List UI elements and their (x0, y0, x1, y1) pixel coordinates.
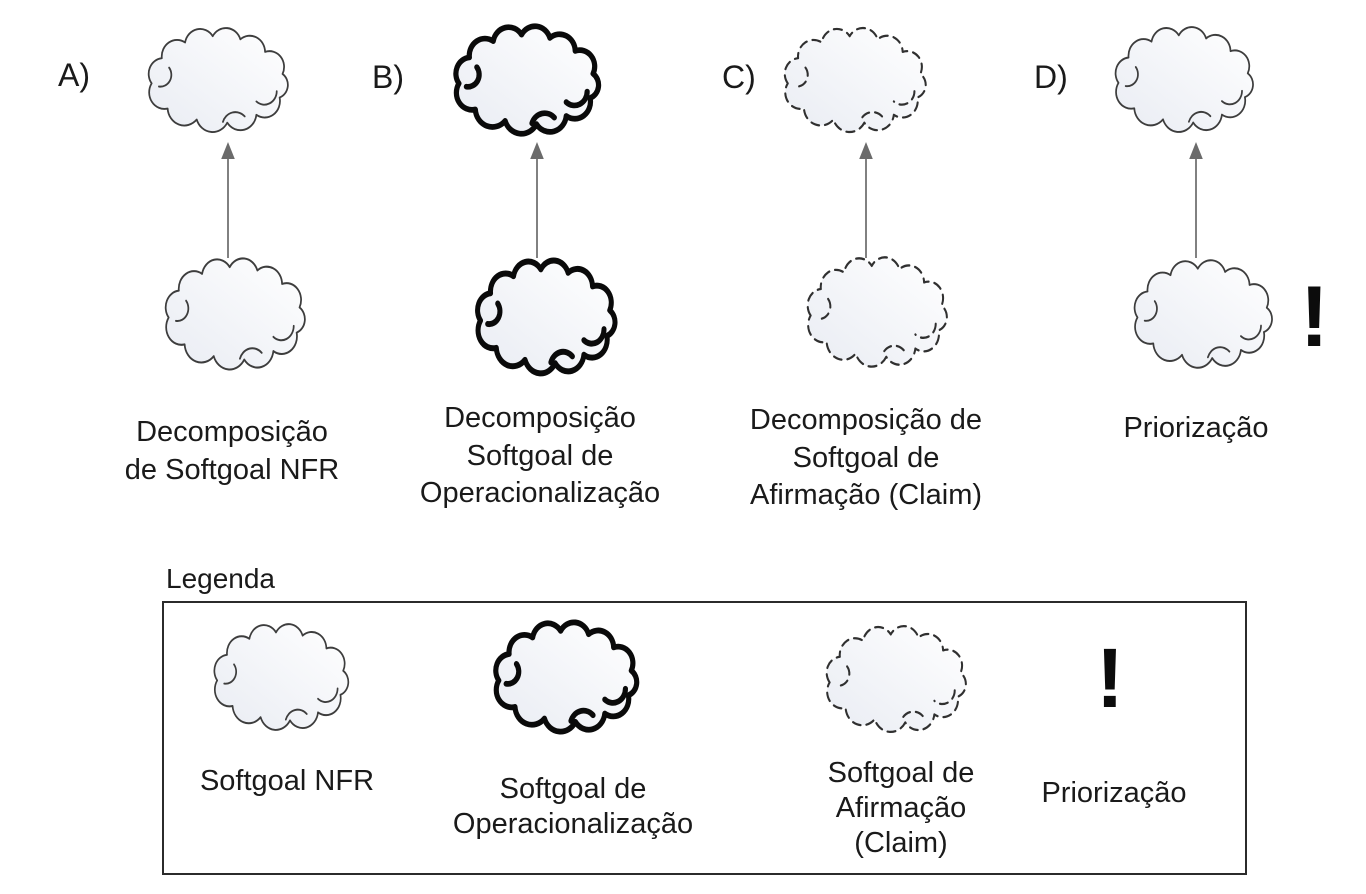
legend-box (162, 601, 1247, 875)
example-b-label: B) (372, 59, 404, 95)
operationalization-cloud-parent (447, 20, 611, 142)
legend-title: Legenda (166, 563, 276, 594)
claim-cloud-child (806, 256, 949, 368)
legend-softgoal-nfr-cloud (213, 623, 350, 731)
legend-claim-label: Softgoal de Afirmação (Claim) (827, 757, 975, 859)
legend-operationalization-label: Softgoal de Operacionalização (452, 773, 694, 840)
priority-cloud-parent (1114, 26, 1254, 133)
decomposition-arrow-icon (530, 142, 544, 258)
decomposition-arrow-icon (221, 142, 235, 258)
softgoal-nfr-cloud-parent (147, 27, 289, 133)
decomposition-arrow-icon (859, 142, 873, 258)
priority-cloud-child (1133, 259, 1273, 369)
legend-claim-cloud (825, 625, 967, 734)
legend-softgoal-nfr-label: Softgoal NFR (199, 765, 375, 797)
example-c-label: C) (722, 59, 756, 95)
example-d-caption: Priorização (1123, 412, 1269, 444)
priority-exclamation-icon: ! (1300, 269, 1329, 365)
claim-cloud-parent (783, 26, 927, 134)
example-d-label: D) (1034, 59, 1068, 95)
operationalization-cloud-child (469, 254, 627, 382)
softgoal-nfr-cloud-child (164, 257, 306, 371)
example-b-caption: Decomposição Softgoal de Operacionalizaç… (419, 402, 661, 510)
example-c-caption: Decomposição de Softgoal de Afirmação (C… (749, 404, 983, 512)
example-a-label: A) (58, 57, 90, 93)
legend-operationalization-cloud (487, 616, 649, 740)
decomposition-arrow-icon (1189, 142, 1203, 258)
legend-exclamation-icon: ! (1096, 631, 1124, 725)
example-a-caption: Decomposição de Softgoal NFR (124, 416, 340, 486)
legend-prioritization-label: Priorização (1041, 777, 1187, 809)
